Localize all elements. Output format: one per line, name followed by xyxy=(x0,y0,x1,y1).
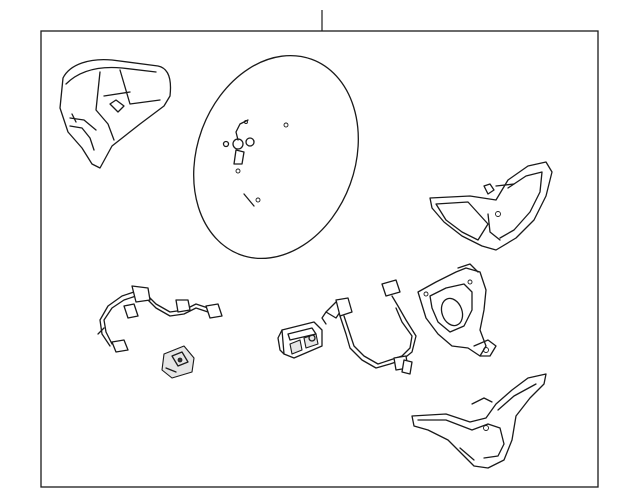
mounting-bracket xyxy=(417,263,497,357)
lower-trim-cover xyxy=(411,373,547,469)
steering-wheel xyxy=(193,54,359,260)
airbag-cover xyxy=(59,58,172,169)
switch-module xyxy=(277,321,323,359)
clip xyxy=(161,345,195,379)
wiring-harness-center xyxy=(321,279,417,375)
diagram-frame xyxy=(40,30,599,488)
wiring-harness-left xyxy=(97,285,223,353)
bezel-trim xyxy=(429,161,553,251)
